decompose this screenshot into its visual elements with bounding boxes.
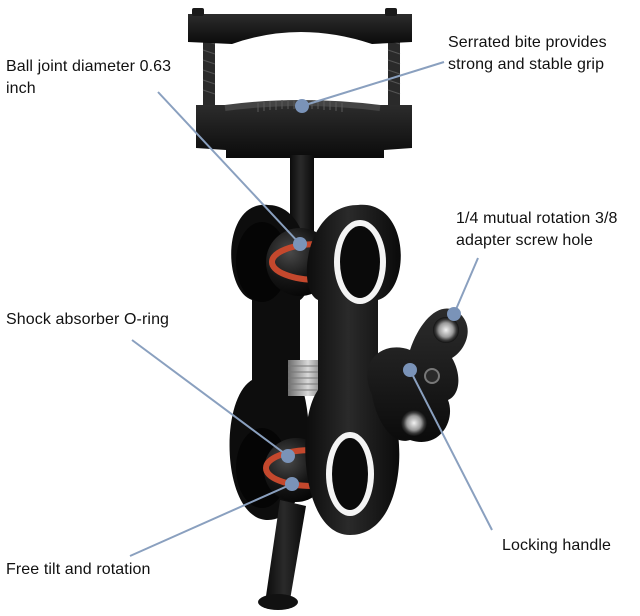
arm-plate-front: [305, 204, 401, 535]
label-ball-joint: Ball joint diameter 0.63 inch: [6, 58, 172, 97]
handle-center-bolt: [424, 368, 440, 384]
callout-dot-screw-hole: [447, 307, 461, 321]
callout-line-ball-joint: [157, 91, 301, 245]
label-free-tilt: Free tilt and rotation: [6, 561, 151, 578]
callout-dot-free-tilt: [285, 477, 299, 491]
callout-line-screw-hole: [453, 257, 479, 315]
label-locking-handle: Locking handle: [502, 537, 612, 554]
callout-dot-ball-joint: [293, 237, 307, 251]
callout-lines: [129, 61, 493, 557]
lower-stem: [266, 500, 306, 600]
callout-dot-serrated: [295, 99, 309, 113]
label-screw-hole: 1/4 mutual rotation 3/8 adapter screw ho…: [456, 210, 618, 249]
label-serrated-bite: Serrated bite provides strong and stable…: [448, 34, 607, 73]
callout-line-o-ring: [131, 339, 289, 457]
clamp: [188, 8, 412, 158]
lower-stem-base: [258, 594, 298, 610]
callout-line-free-tilt: [129, 483, 293, 557]
lower-jaw: [196, 105, 412, 158]
callout-dot-o-ring: [281, 449, 295, 463]
label-o-ring: Shock absorber O-ring: [6, 311, 170, 328]
locking-handle-knob: [367, 308, 468, 442]
screw-hole-upper: [433, 317, 459, 343]
callout-dot-locking-handle: [403, 363, 417, 377]
callout-line-locking-handle: [409, 369, 493, 531]
screw-hole-lower: [401, 410, 427, 436]
callout-line-serrated: [301, 61, 445, 107]
upper-jaw: [188, 14, 412, 44]
